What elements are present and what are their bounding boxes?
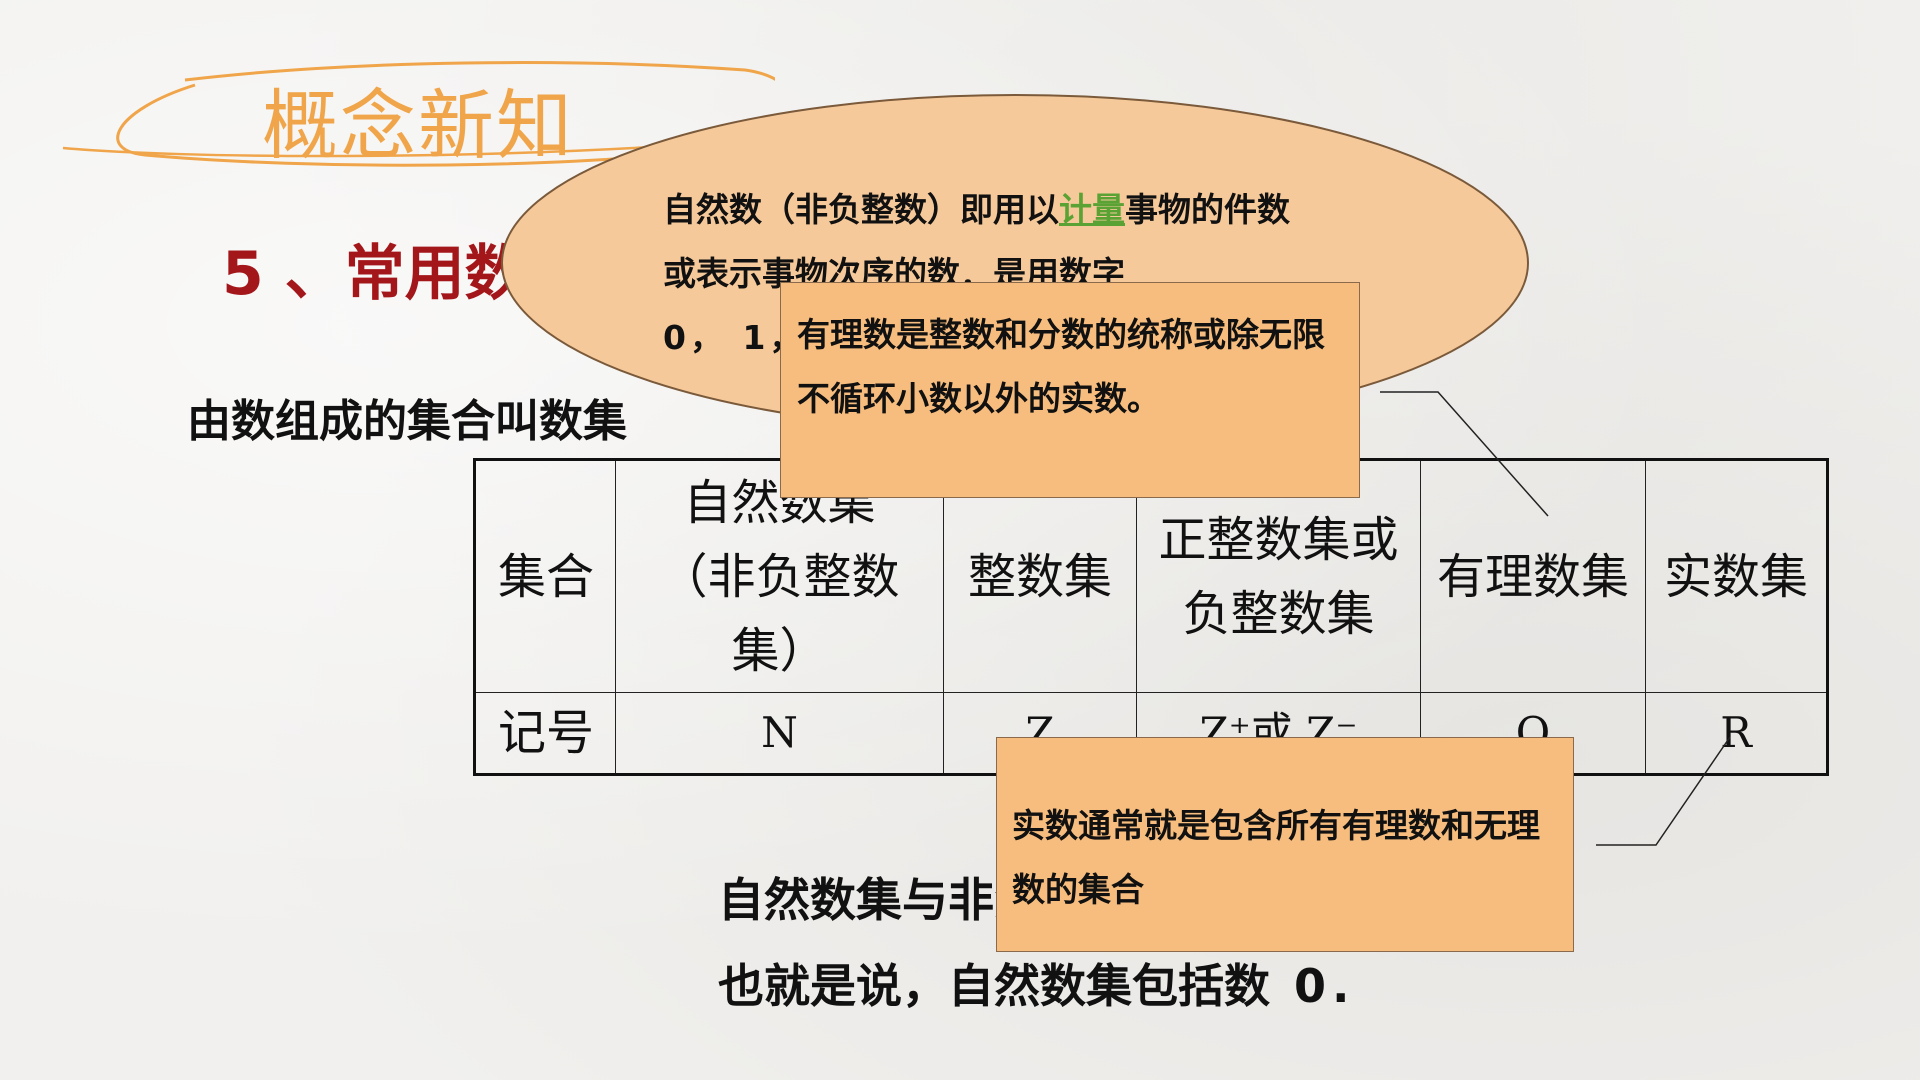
header-cell-natural: 自然数集（非负整数集） — [616, 461, 944, 693]
number-set-table: 集合 自然数集（非负整数集） 整数集 正整数集或负整数集 有理数集 实数集 记号… — [473, 458, 1829, 776]
header-cell-pos-neg-integer: 正整数集或负整数集 — [1137, 461, 1421, 693]
page-title: 概念新知 — [262, 81, 574, 170]
header-cell-real: 实数集 — [1646, 461, 1826, 693]
highlight-link-measure[interactable]: 计量 — [1059, 190, 1125, 229]
rational-number-callout: 有理数是整数和分数的统称或除无限不循环小数以外的实数。 — [780, 282, 1360, 498]
symbol-real: R — [1720, 708, 1752, 757]
natural-number-definition: 自然数（非负整数）即用以计量事物的件数 或表示事物次序的数．是用数字 0， 1，… — [663, 178, 1363, 370]
header-cell-integer: 整数集 — [944, 461, 1137, 693]
header-cell-set: 集合 — [476, 461, 616, 693]
row-label-symbol: 记号 — [476, 693, 616, 773]
real-number-callout: 实数通常就是包含所有有理数和无理数的集合 — [996, 737, 1574, 952]
bottom-zero-number: 0 — [1294, 959, 1327, 1013]
bottom-text-line-2-main: 也就是说，自然数集包括数 — [718, 959, 1270, 1013]
natural-line-1: 自然数（非负整数）即用以计量事物的件数 — [663, 190, 1290, 229]
intro-text: 由数组成的集合叫数集 — [187, 396, 627, 447]
symbol-natural: N — [616, 693, 944, 773]
bottom-period: . — [1332, 959, 1350, 1013]
bottom-text-line-2: 也就是说，自然数集包括数 0. — [718, 950, 1350, 1016]
header-cell-rational: 有理数集 — [1421, 461, 1646, 693]
section-heading: 5 、常用数 — [222, 239, 525, 309]
